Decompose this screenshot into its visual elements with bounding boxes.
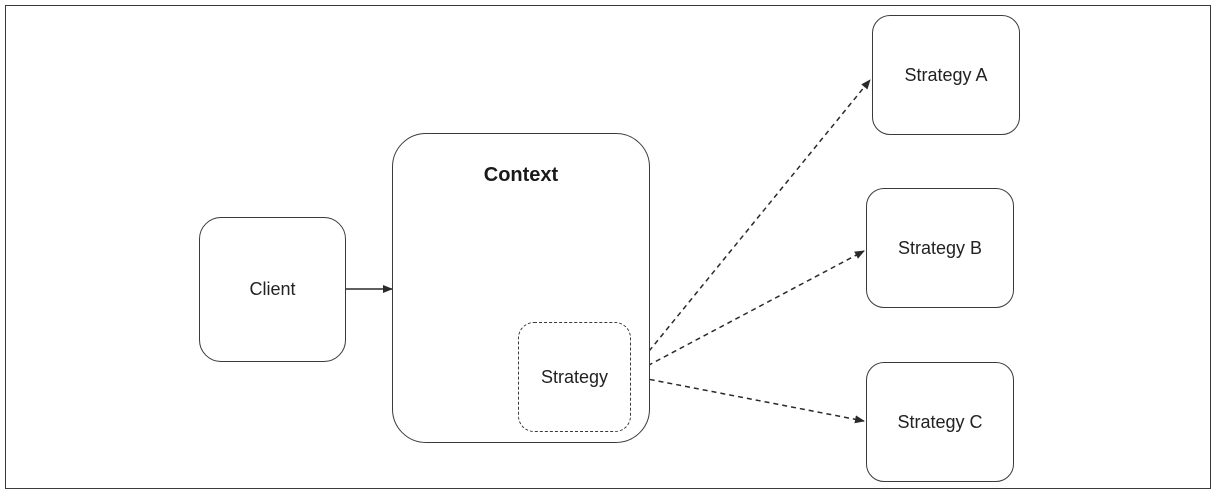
client-node: Client [199,217,346,362]
strategy-c-node: Strategy C [866,362,1014,482]
strategy-label: Strategy [540,366,609,387]
strategy-slot: Strategy [518,322,631,432]
strategy-c-label: Strategy C [897,411,983,432]
strategy-b-label: Strategy B [897,237,983,258]
context-node: Context [392,133,650,443]
client-label: Client [249,279,296,299]
context-title: Context [483,164,559,186]
strategy-b-node: Strategy B [866,188,1014,308]
strategy-a-label: Strategy A [904,64,988,85]
strategy-a-node: Strategy A [872,15,1020,135]
